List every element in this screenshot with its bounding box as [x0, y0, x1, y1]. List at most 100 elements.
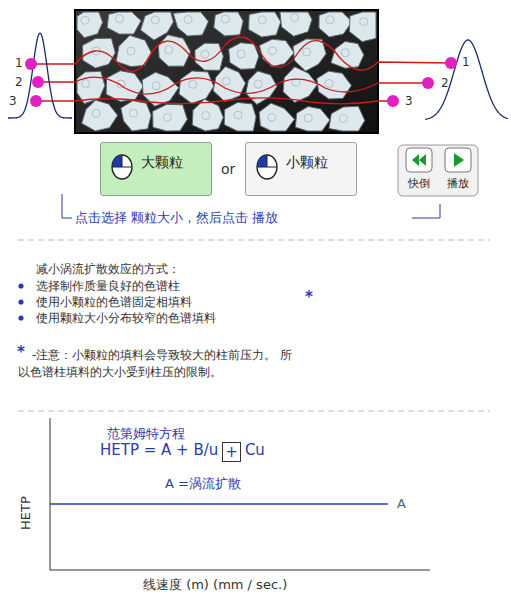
particle-facet	[221, 15, 229, 23]
dot	[25, 58, 37, 70]
particle-facet	[151, 16, 159, 24]
particle-facet	[202, 111, 210, 119]
mouse-line	[122, 155, 123, 167]
control-panel	[398, 145, 478, 196]
callout-number: 1	[15, 56, 23, 71]
rewind-arrow	[412, 154, 426, 166]
icon-button	[406, 148, 432, 172]
particle-facet	[268, 47, 276, 55]
option-button: 大颗粒	[100, 142, 212, 196]
particle-facet	[237, 50, 245, 58]
bracket	[412, 204, 440, 218]
particle	[107, 12, 141, 34]
bracket	[62, 194, 72, 218]
separator	[18, 240, 490, 241]
flow-path	[31, 37, 451, 71]
particle-facet	[254, 80, 262, 88]
x-axis	[50, 570, 430, 571]
mouse-button	[112, 155, 122, 167]
particle-facet	[163, 113, 171, 121]
label-text: A =涡流扩散	[165, 476, 241, 491]
mouse-icon	[254, 149, 280, 181]
particle	[179, 71, 214, 104]
particle-facet	[201, 50, 209, 58]
particle-facet	[129, 109, 137, 117]
particle-facet	[258, 16, 266, 24]
flow-path	[36, 98, 393, 104]
particle	[259, 103, 294, 131]
label-text: Cu	[245, 443, 265, 458]
particle	[319, 12, 352, 37]
particle-facet	[234, 111, 242, 119]
particles	[77, 12, 376, 131]
particle	[106, 71, 143, 102]
callout-number: 3	[9, 94, 17, 109]
label-text: 使用颗粒大小分布较窄的色谱填料	[36, 311, 216, 326]
mouse-line	[267, 155, 268, 167]
particle	[293, 39, 326, 71]
mouse-body	[112, 155, 132, 179]
dot	[422, 77, 434, 89]
node-text: 播放	[440, 176, 476, 191]
particle	[283, 67, 317, 103]
label-text: 减小涡流扩散效应的方式：	[36, 262, 180, 277]
particle	[214, 12, 243, 36]
a-term-line	[50, 503, 388, 504]
particle-facet	[184, 16, 192, 24]
particle	[121, 101, 151, 131]
particle-facet	[127, 47, 135, 55]
label-text: 使用小颗粒的色谱固定相填料	[36, 295, 192, 310]
particle	[173, 12, 208, 36]
particle	[82, 100, 118, 131]
node-text: +	[225, 443, 238, 461]
bullet	[18, 315, 23, 320]
particle-facet	[339, 115, 347, 123]
bullet	[18, 299, 23, 304]
node-text: 大颗粒	[141, 154, 183, 172]
particle	[153, 104, 188, 131]
dots	[25, 57, 457, 107]
particle-facet	[82, 80, 90, 88]
node-text: 快倒	[401, 176, 437, 191]
bullet	[18, 283, 23, 288]
particle-facet	[165, 46, 173, 54]
play-arrow	[454, 153, 464, 167]
icon-button	[445, 148, 471, 172]
axes	[50, 418, 430, 570]
control-button: 播放	[440, 147, 476, 193]
flow-paths	[31, 37, 451, 104]
callout-number: 2	[441, 76, 449, 91]
dot	[30, 95, 42, 107]
particle-facet	[268, 113, 276, 121]
label-text: *	[305, 290, 313, 305]
peak-curve	[425, 40, 508, 119]
particle	[229, 43, 259, 70]
particle	[195, 43, 223, 70]
particle-facet	[341, 49, 349, 57]
option-button: 小颗粒	[245, 142, 357, 196]
particle	[280, 12, 312, 36]
peak-curve	[8, 33, 72, 118]
y-axis	[50, 418, 51, 570]
particle-facet	[303, 48, 311, 56]
label-text: 线速度 (m) (mm / sec.)	[143, 577, 287, 592]
particle-facet	[325, 80, 333, 88]
play-icon	[444, 147, 472, 173]
particle	[224, 102, 256, 131]
dot	[445, 57, 457, 69]
particle	[249, 12, 281, 37]
label-text: 选择制作质量良好的色谱柱	[36, 279, 180, 294]
control-button: 快倒	[401, 147, 437, 193]
callout-number: 3	[405, 94, 413, 109]
particle-facet	[222, 77, 230, 85]
label-text: A	[397, 496, 406, 511]
label-text: 范第姆特方程	[107, 426, 185, 441]
column-packing	[75, 10, 378, 133]
mouse-body	[257, 155, 277, 179]
callout-number: 1	[462, 55, 470, 70]
particle	[329, 106, 365, 131]
mouse-icon	[109, 149, 135, 181]
peaks	[8, 33, 508, 119]
particle-facet	[291, 14, 299, 22]
label-text: HETP = A + B/u	[100, 443, 218, 458]
